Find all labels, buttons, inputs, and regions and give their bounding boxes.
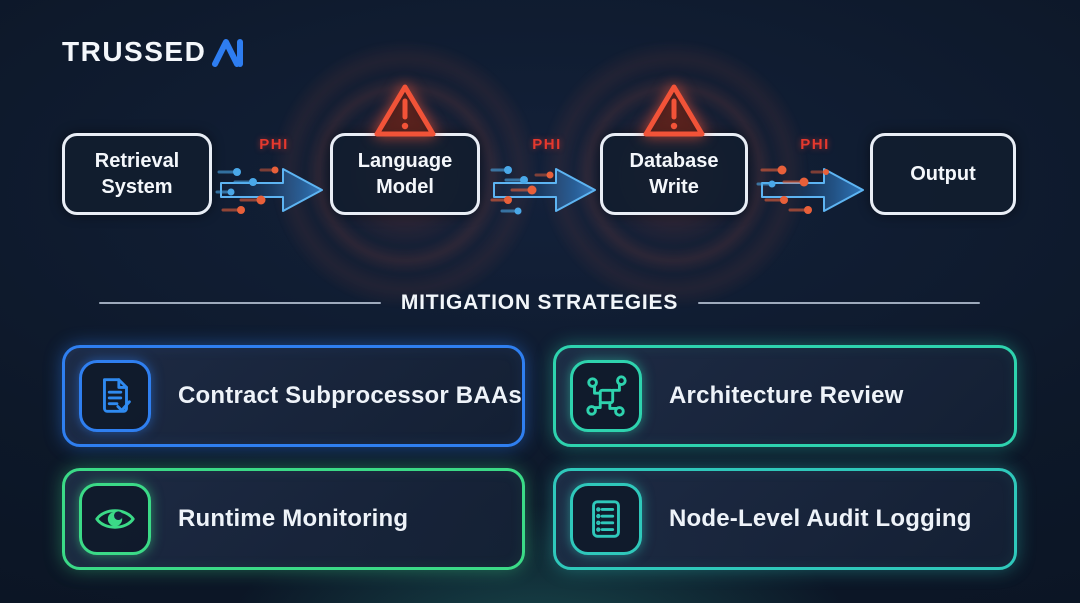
eye-icon (79, 483, 151, 555)
card-label: Node-Level Audit Logging (669, 505, 972, 532)
card-runtime-monitoring: Runtime Monitoring (62, 468, 525, 570)
phi-flow-arrow-1: PHI (215, 136, 333, 224)
section-title: MITIGATION STRATEGIES (400, 291, 679, 314)
warning-triangle-icon (374, 84, 436, 137)
divider-right (698, 302, 981, 304)
ai-monogram-icon (211, 36, 247, 68)
card-contract-subprocessor-baas: Contract Subprocessor BAAs (62, 345, 525, 447)
phi-particles (215, 166, 279, 214)
phi-particles (490, 166, 554, 215)
flow-node-output: Output (870, 133, 1016, 215)
audit-list-icon (570, 483, 642, 555)
flow-node-label: Retrieval System (94, 150, 180, 198)
card-architecture-review: Architecture Review (553, 345, 1017, 447)
phi-flow-arrow-3: PHI (756, 136, 874, 224)
flow-node-label: Database Write (629, 150, 719, 198)
divider-left (98, 302, 381, 304)
phi-label: PHI (532, 136, 562, 153)
flow-node-database-write: Database Write (600, 133, 748, 215)
card-label: Architecture Review (669, 382, 904, 409)
logo: TRUSSED (62, 36, 247, 68)
card-label: Contract Subprocessor BAAs (178, 382, 522, 409)
phi-flow-arrow-2: PHI (488, 136, 606, 224)
phi-label: PHI (259, 136, 289, 153)
phi-particles (756, 165, 829, 214)
section-header: MITIGATION STRATEGIES (62, 289, 1017, 317)
card-label: Runtime Monitoring (178, 505, 409, 532)
card-node-level-audit-logging: Node-Level Audit Logging (553, 468, 1017, 570)
network-nodes-icon (570, 360, 642, 432)
flow-node-label: Output (910, 163, 976, 185)
document-check-icon (79, 360, 151, 432)
flow-node-language-model: Language Model (330, 133, 480, 215)
flow-node-label: Language Model (357, 150, 453, 198)
mitigation-cards: Contract Subprocessor BAAs Architecture … (62, 345, 1017, 570)
logo-text: TRUSSED (62, 36, 207, 67)
warning-triangle-icon (643, 84, 705, 137)
flow-node-retrieval-system: Retrieval System (62, 133, 212, 215)
phi-label: PHI (800, 136, 830, 153)
